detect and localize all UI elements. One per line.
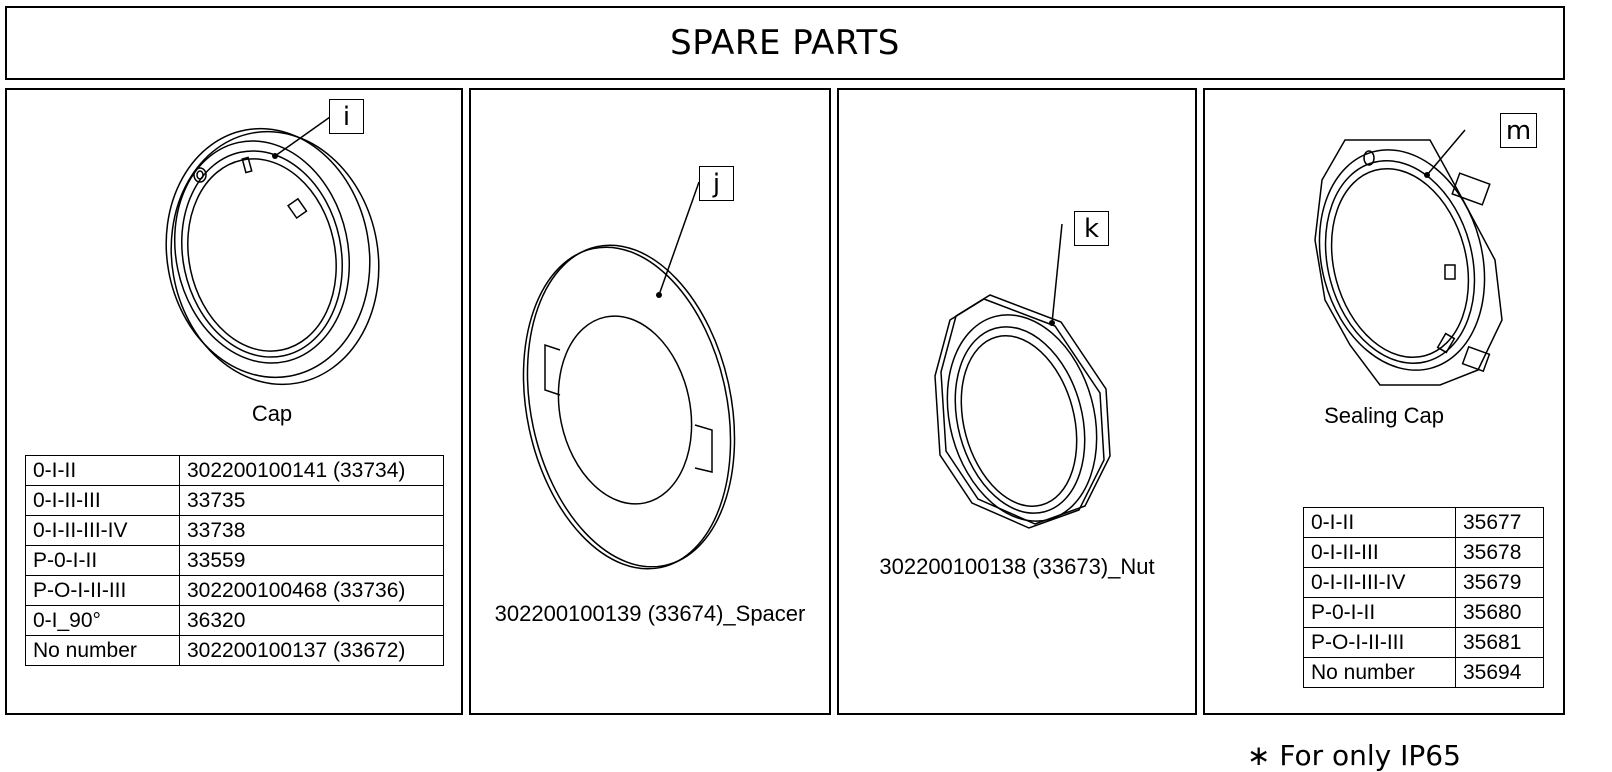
table-cell: 0-I-II-III (1303, 537, 1456, 568)
page-title: SPARE PARTS (670, 23, 900, 63)
table-cell: 35679 (1455, 567, 1544, 598)
table-cell: 0-I-II (1303, 507, 1456, 538)
tag-k: k (1074, 211, 1109, 246)
part-label-cap: Cap (251, 401, 293, 426)
table-cell: 35677 (1455, 507, 1544, 538)
table-cell: 35681 (1455, 627, 1544, 658)
table-cell: P-O-I-II-III (1303, 627, 1456, 658)
footnote: ∗ For only IP65 (1247, 739, 1461, 772)
header-box: SPARE PARTS (5, 6, 1565, 80)
table-cell: 35694 (1455, 657, 1544, 688)
part-label-sealing-cap: Sealing Cap (1324, 403, 1444, 428)
table-cell: 0-I-II-III-IV (25, 515, 180, 546)
panel-nut (837, 88, 1197, 715)
table-cell: 35680 (1455, 597, 1544, 628)
part-label-nut: 302200100138 (33673)_Nut (879, 554, 1155, 579)
table-cell: P-0-I-II (25, 545, 180, 576)
table-cell: No number (25, 635, 180, 666)
table-cell: 33735 (179, 485, 444, 516)
tag-m: m (1500, 113, 1537, 148)
table-cell: 302200100137 (33672) (179, 635, 444, 666)
table-cell: 35678 (1455, 537, 1544, 568)
table-cell: 0-I-II (25, 455, 180, 486)
table-cell: 36320 (179, 605, 444, 636)
table-cell: 0-I-II-III-IV (1303, 567, 1456, 598)
tag-i: i (329, 99, 364, 134)
table-cell: P-0-I-II (1303, 597, 1456, 628)
part-label-spacer: 302200100139 (33674)_Spacer (494, 601, 806, 626)
table-cell: No number (1303, 657, 1456, 688)
tag-j: j (699, 166, 734, 201)
